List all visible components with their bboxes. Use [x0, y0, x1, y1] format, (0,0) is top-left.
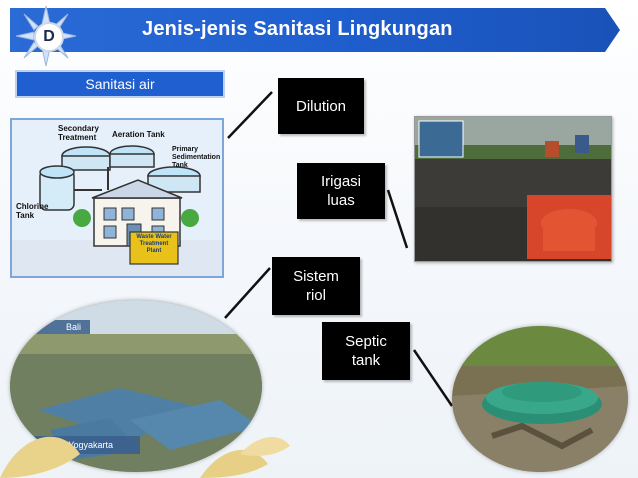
sistem-riol-box: Sistem riol — [272, 257, 360, 315]
connector-dilution — [227, 91, 273, 139]
irrigation-field-photo — [414, 116, 612, 262]
septic-tank-photo — [452, 326, 628, 472]
connector-irigasi — [386, 189, 409, 249]
label-treatment-plant: Waste Water Treatment Plant — [136, 234, 172, 254]
subtitle-bar: Sanitasi air — [15, 70, 225, 98]
title-banner — [10, 8, 620, 52]
badge-letter: D — [34, 22, 64, 52]
caption-bali: Bali — [66, 322, 82, 332]
label-aeration-tank: Aeration Tank — [112, 130, 165, 139]
label-chlorine-tank: Chlorine Tank — [16, 202, 49, 220]
dilution-box: Dilution — [278, 78, 364, 134]
section-badge: D — [14, 4, 78, 68]
irigasi-luas-box: Irigasi luas — [297, 163, 385, 219]
page-title: Jenis-jenis Sanitasi Lingkungan — [142, 18, 453, 40]
connector-sistem — [224, 267, 271, 319]
decorative-leaves — [0, 436, 290, 478]
septic-tank-box: Septic tank — [322, 322, 410, 380]
label-primary-sedimentation: Primary Sedimentation Tank — [172, 146, 221, 169]
caption-sewon: Sewon, Yogyakarta — [36, 440, 114, 450]
label-secondary-treatment: Secondary Treatment — [58, 124, 99, 142]
treatment-plant-diagram: Secondary Treatment Aeration Tank Primar… — [10, 118, 224, 278]
connector-septic — [412, 349, 454, 407]
